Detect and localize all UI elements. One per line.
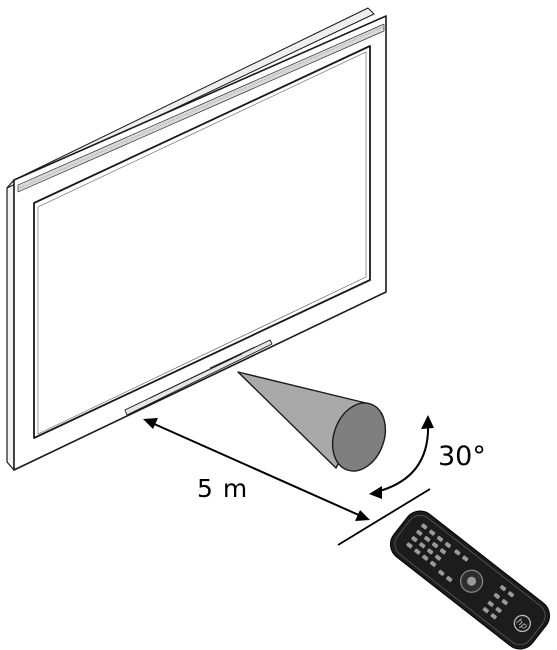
arrowhead-right [355, 510, 370, 521]
angle-arrowhead-bottom [369, 486, 382, 499]
remote-control-icon: hp [389, 510, 551, 650]
arrowhead-left [143, 418, 158, 429]
distance-label: 5 m [197, 474, 249, 503]
distance-arrow [143, 418, 370, 521]
angle-label: 30° [438, 441, 486, 472]
signal-cone [237, 371, 387, 472]
speaker-grille [17, 23, 385, 193]
monitor-screen [33, 45, 371, 439]
angle-arc [375, 423, 430, 493]
cone-end [331, 402, 387, 472]
baseline [337, 488, 431, 546]
angle-arrowhead-top [421, 415, 434, 429]
monitor-side [6, 179, 15, 471]
monitor [6, 7, 387, 471]
